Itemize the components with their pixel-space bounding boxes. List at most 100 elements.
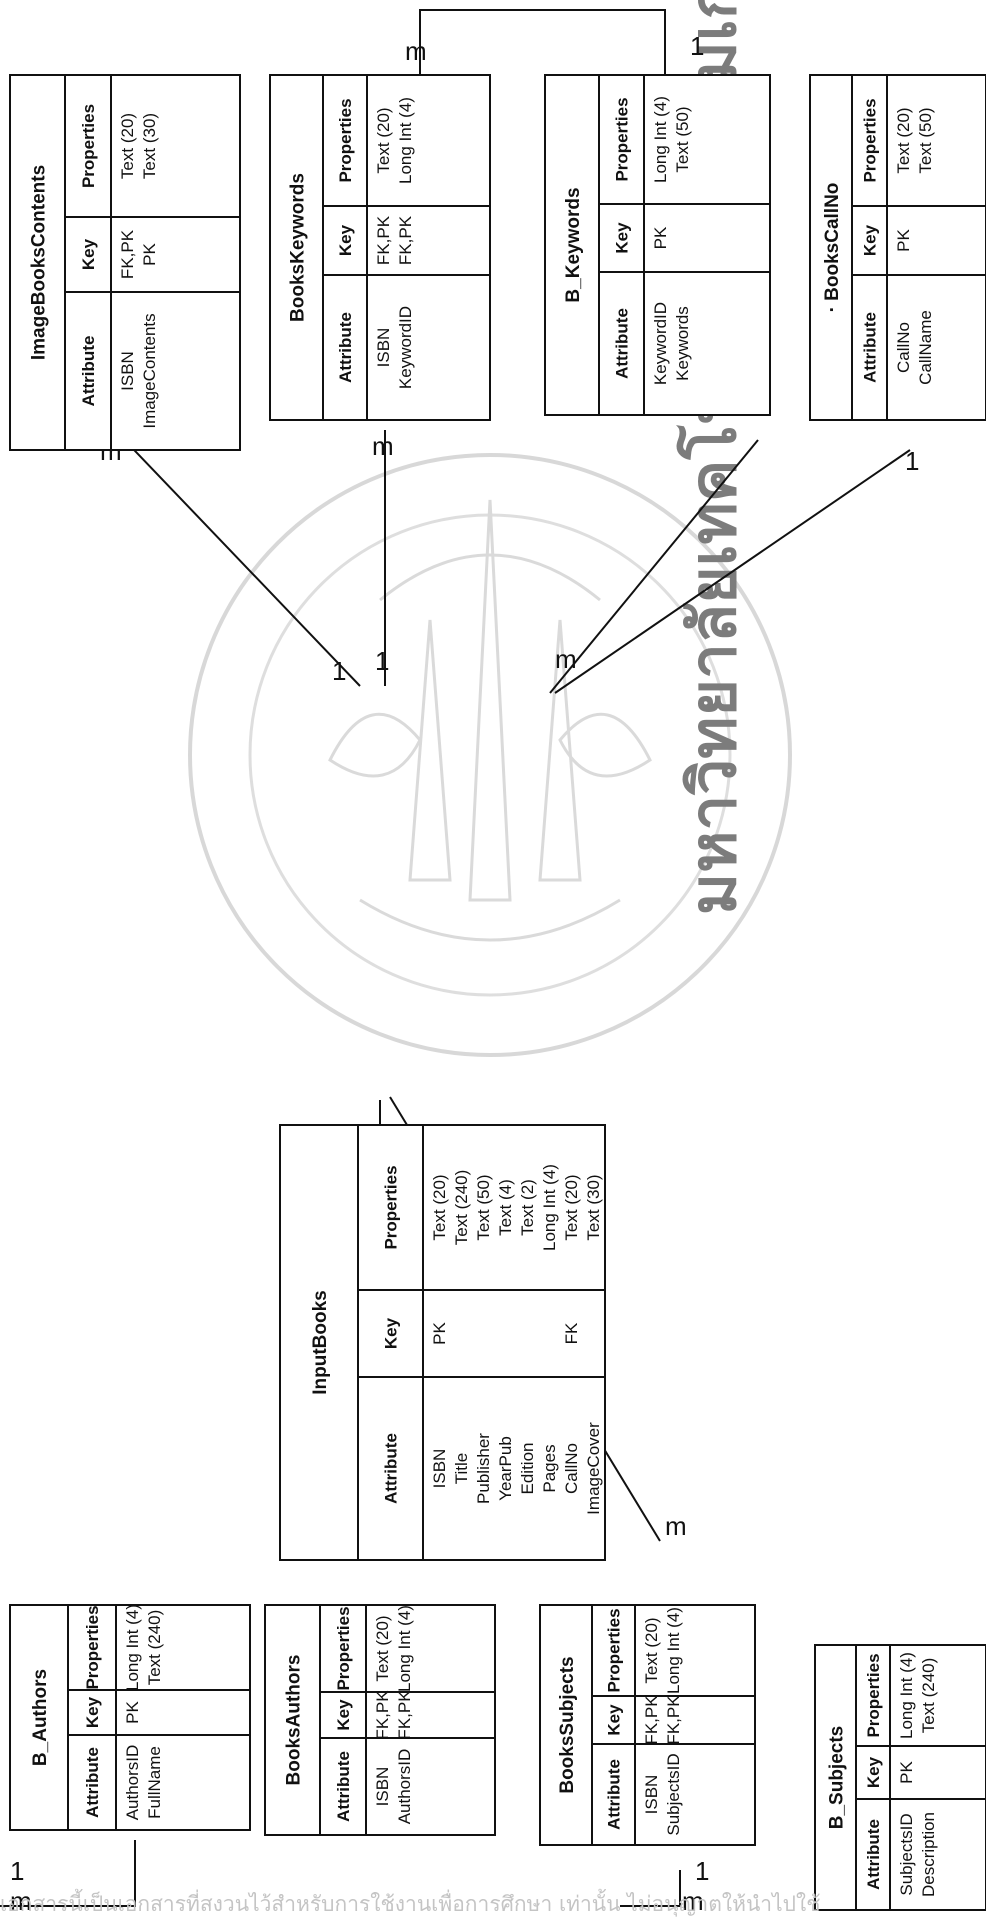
attribute-cell: SubjectsID (897, 1813, 916, 1895)
column-header: Key (79, 238, 98, 270)
attribute-cell: AuthorsID (123, 1745, 142, 1821)
key-cell: FK,PK (396, 215, 415, 265)
key-cell: FK,PK (118, 229, 137, 279)
key-cell: PK (140, 243, 159, 266)
column-header: Key (605, 1704, 624, 1736)
entity-imagebookscontents: ImageBooksContentsAttribute Key Properties… (10, 75, 240, 450)
footer-notice: เอกสารนี้เป็นเอกสารที่สงวนไว้สำหรับการใช… (0, 1888, 986, 1923)
column-header: Key (861, 224, 880, 256)
card-callno-one: 1 (905, 446, 919, 476)
attribute-cell: ISBN (430, 1449, 449, 1489)
card-bk-one: 1 (375, 646, 389, 676)
column-header: Properties (605, 1608, 624, 1692)
column-header: Attribute (613, 308, 632, 379)
key-cell: FK,PK (642, 1695, 661, 1745)
property-cell: Long Int (4) (540, 1164, 559, 1251)
entity-title: BooksAuthors (284, 1655, 305, 1786)
column-header: Attribute (382, 1433, 401, 1504)
property-cell: Text (240) (919, 1658, 938, 1734)
column-header: Properties (83, 1605, 102, 1689)
entity-title: B_Keywords (563, 187, 584, 302)
entity-bookskeywords: BooksKeywordsAttributeKeyPropertiesISBNF… (270, 75, 490, 420)
attribute-cell: ImageCover (584, 1422, 603, 1515)
column-header: Key (336, 224, 355, 256)
attribute-cell: CallName (916, 310, 935, 385)
link-imagebookscontents (115, 430, 360, 686)
property-cell: Text (240) (452, 1170, 471, 1246)
entity-title: B_Authors (30, 1669, 51, 1766)
entity-b_keywords: B_KeywordsAttributeKeyPropertiesKeywordI… (545, 75, 770, 415)
key-cell: PK (123, 1701, 142, 1724)
attribute-cell: Publisher (474, 1433, 493, 1504)
property-cell: Text (240) (145, 1610, 164, 1686)
column-header: Attribute (605, 1759, 624, 1830)
entity-title: ImageBooksContents (29, 165, 50, 360)
entity-b_authors: B_AuthorsAttributeKeyPropertiesAuthorsID… (10, 1604, 250, 1830)
entity-title: BooksSubjects (557, 1656, 578, 1793)
column-header: Key (83, 1696, 102, 1728)
attribute-cell: SubjectsID (664, 1753, 683, 1835)
attribute-cell: ISBN (373, 1767, 392, 1807)
card-bk-many: m (372, 431, 394, 461)
card-authors-one: 1 (10, 1856, 24, 1886)
property-cell: Text (20) (562, 1174, 581, 1240)
column-header: Properties (613, 97, 632, 181)
property-cell: Text (50) (673, 106, 692, 172)
key-cell: PK (894, 229, 913, 252)
property-cell: Long Int (4) (664, 1607, 683, 1694)
column-header: Key (382, 1317, 401, 1349)
property-cell: Text (50) (474, 1174, 493, 1240)
column-header: Key (864, 1756, 883, 1788)
card-bs-many: m (665, 1511, 687, 1541)
attribute-cell: YearPub (496, 1436, 515, 1501)
column-header: Attribute (864, 1819, 883, 1890)
card-subjects-one: 1 (695, 1856, 709, 1886)
attribute-cell: CallNo (562, 1443, 581, 1494)
attribute-cell: ISBN (642, 1775, 661, 1815)
column-header: Attribute (861, 312, 880, 383)
entity-title: · BooksCallNo (822, 183, 843, 313)
entity-title: InputBooks (310, 1290, 331, 1395)
column-header: Properties (336, 98, 355, 182)
column-header: Properties (864, 1653, 883, 1737)
attribute-cell: Edition (518, 1443, 537, 1495)
attribute-cell: KeywordID (396, 306, 415, 389)
property-cell: Text (20) (374, 107, 393, 173)
property-cell: Text (20) (118, 113, 137, 179)
attribute-cell: ISBN (374, 328, 393, 368)
column-header: Attribute (334, 1751, 353, 1822)
entity-booksauthors: BooksAuthorsAttributeKeyPropertiesISBNFK… (265, 1605, 495, 1835)
attribute-cell: Title (452, 1453, 471, 1485)
property-cell: Text (20) (642, 1617, 661, 1683)
key-cell: FK,PK (395, 1690, 414, 1740)
key-cell: FK,PK (373, 1690, 392, 1740)
property-cell: Long Int (4) (395, 1605, 414, 1692)
property-cell: Text (20) (373, 1615, 392, 1681)
property-cell: Text (20) (894, 107, 913, 173)
property-cell: Long Int (4) (651, 96, 670, 183)
attribute-cell: Description (919, 1812, 938, 1897)
entity-title: B_Subjects (827, 1726, 848, 1829)
property-cell: Text (30) (140, 113, 159, 179)
key-cell: PK (651, 226, 670, 249)
property-cell: Text (20) (430, 1174, 449, 1240)
column-header: Attribute (79, 336, 98, 407)
column-header: Key (334, 1699, 353, 1731)
property-cell: Text (50) (916, 107, 935, 173)
entity-bookscallno: · BooksCallNoAttributeKeyPropertiesCallN… (810, 75, 986, 420)
key-cell: FK,PK (664, 1695, 683, 1745)
key-cell: PK (897, 1761, 916, 1784)
column-header: Properties (79, 104, 98, 188)
attribute-cell: ImageContents (140, 313, 159, 428)
property-cell: Text (30) (584, 1174, 603, 1240)
property-cell: Long Int (4) (897, 1652, 916, 1739)
key-cell: PK (430, 1322, 449, 1345)
column-header: Attribute (336, 312, 355, 383)
column-header: Key (613, 222, 632, 254)
property-cell: Long Int (4) (396, 97, 415, 184)
column-header: Properties (382, 1165, 401, 1249)
